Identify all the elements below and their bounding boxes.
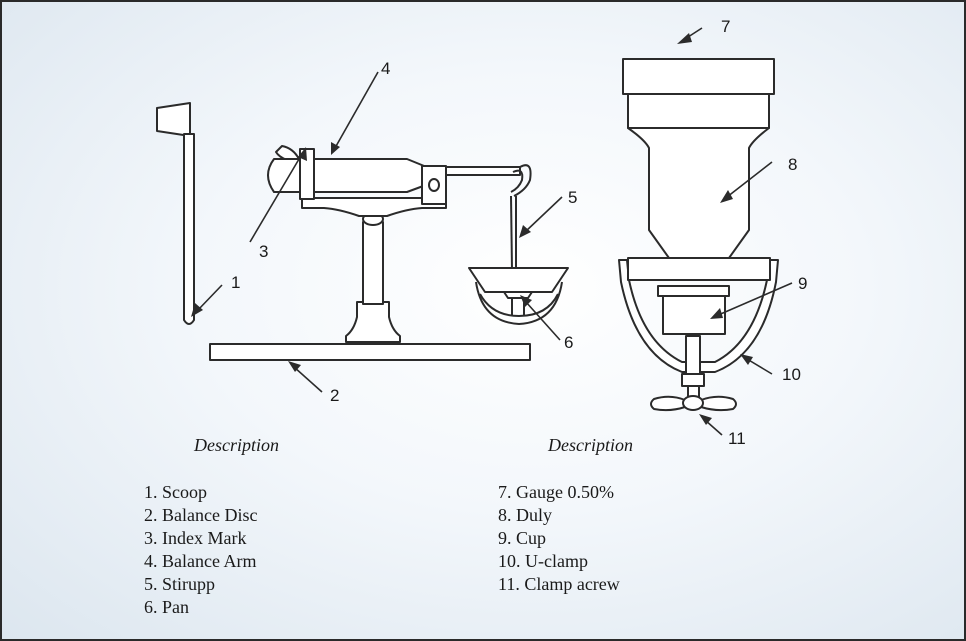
list-item: 11. Clamp acrew (498, 574, 620, 594)
list-item: 2. Balance Disc (144, 505, 258, 525)
balance-stand (301, 197, 447, 343)
left-description-heading: Description (194, 435, 279, 455)
balance-arm (267, 145, 532, 205)
right-description-list: 7. Gauge 0.50% 8. Duly 9. Cup 10. U-clam… (498, 481, 620, 596)
stirrup (510, 195, 517, 271)
balance-disc (209, 343, 531, 361)
callout-6: 6 (564, 333, 573, 352)
callout-5: 5 (568, 188, 577, 207)
leader-arrowheads (191, 33, 753, 425)
callout-11: 11 (728, 429, 746, 448)
leader-lines (197, 27, 793, 436)
callout-3: 3 (259, 242, 268, 261)
right-description-heading: Description (548, 435, 633, 455)
scoop (156, 102, 195, 325)
pan (468, 267, 569, 325)
list-item: 8. Duly (498, 505, 552, 525)
list-item: 10. U-clamp (498, 551, 588, 571)
callout-4: 4 (381, 59, 390, 78)
list-item: 3. Index Mark (144, 528, 247, 548)
clamp-screw (650, 335, 737, 412)
gauge-top (622, 58, 775, 129)
left-description-list: 1. Scoop 2. Balance Disc 3. Index Mark 4… (144, 481, 257, 619)
callout-10: 10 (782, 365, 801, 384)
list-item: 6. Pan (144, 597, 189, 617)
list-item: 4. Balance Arm (144, 551, 257, 571)
duly-body (627, 127, 770, 259)
callout-1: 1 (231, 273, 240, 292)
callout-2: 2 (330, 386, 339, 405)
list-item: 5. Stirupp (144, 574, 216, 594)
callout-8: 8 (788, 155, 797, 174)
list-item: 1. Scoop (144, 482, 207, 502)
callout-numbers: 1 2 3 4 5 6 7 8 9 10 11 (231, 17, 807, 448)
clamp-bar (627, 257, 771, 281)
list-item: 7. Gauge 0.50% (498, 482, 614, 502)
callout-7: 7 (721, 17, 730, 36)
list-item: 9. Cup (498, 528, 547, 548)
callout-9: 9 (798, 274, 807, 293)
